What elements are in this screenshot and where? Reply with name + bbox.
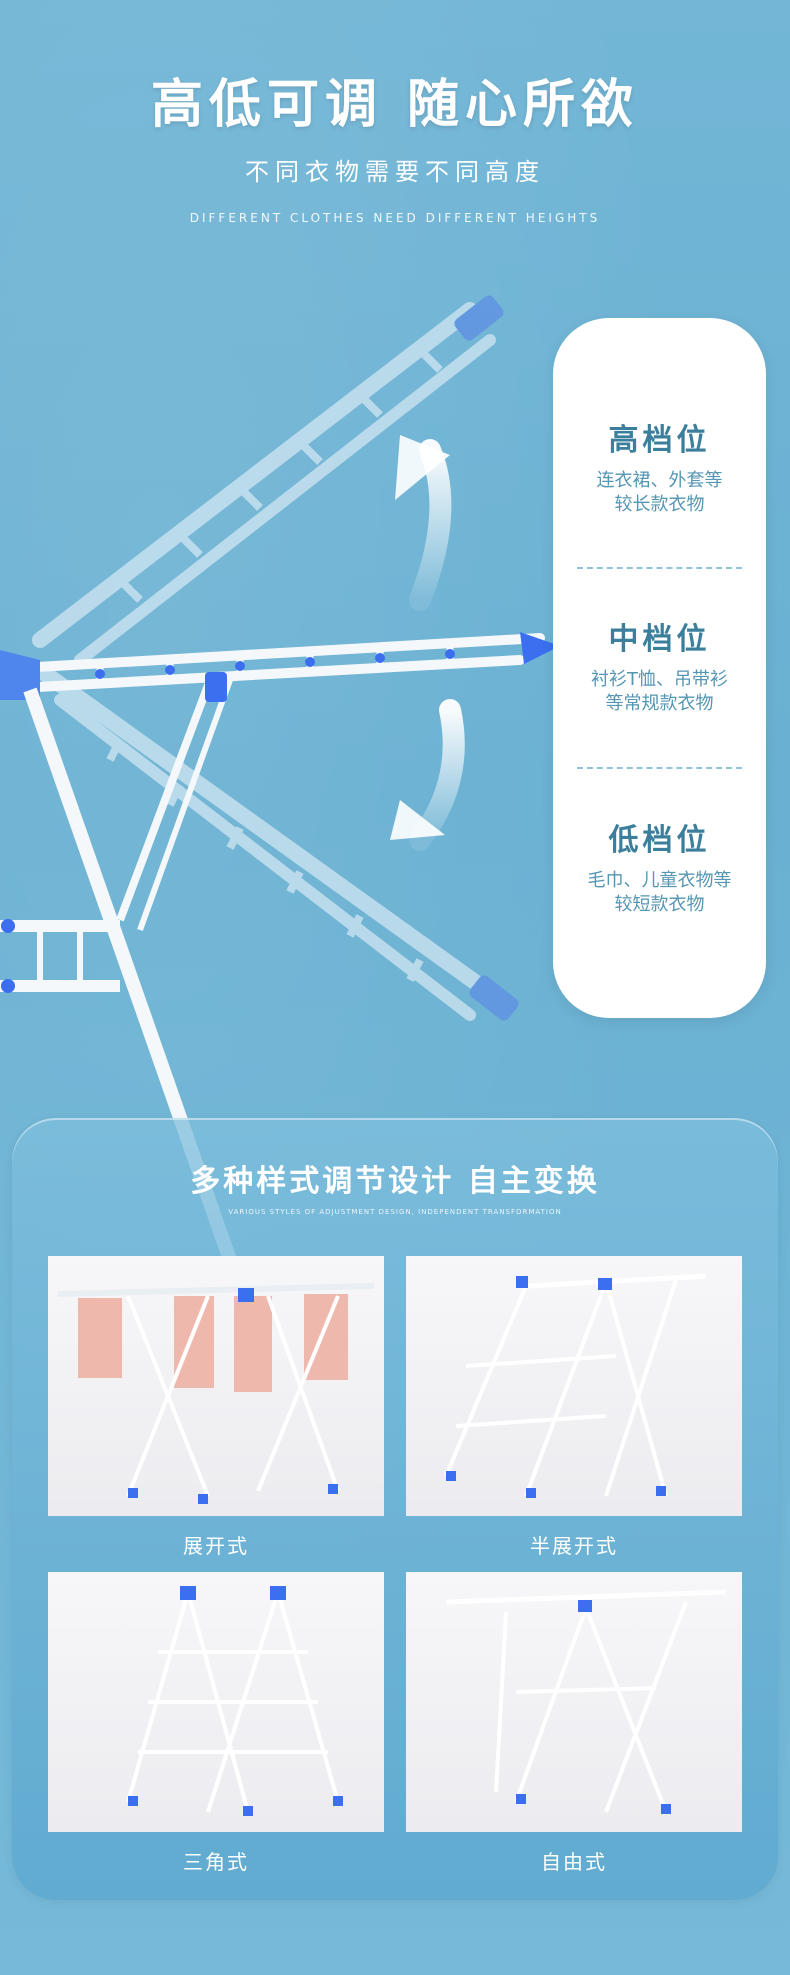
level-divider bbox=[577, 767, 742, 769]
style-photo-triangle bbox=[48, 1572, 384, 1832]
style-photo-half-open bbox=[406, 1256, 742, 1516]
level-high: 高档位 连衣裙、外套等较长款衣物 bbox=[553, 415, 766, 517]
level-mid: 中档位 衬衫T恤、吊带衫等常规款衣物 bbox=[553, 614, 766, 716]
hero-title: 高低可调 随心所欲 bbox=[150, 75, 640, 135]
level-high-name: 高档位 bbox=[608, 423, 711, 458]
style-caption-free: 自由式 bbox=[541, 1850, 607, 1874]
styles-title: 多种样式调节设计 自主变换 bbox=[190, 1164, 600, 1199]
level-mid-name: 中档位 bbox=[608, 622, 711, 657]
style-caption-half-open: 半展开式 bbox=[530, 1534, 618, 1558]
hero-subtitle-en: DIFFERENT CLOTHES NEED DIFFERENT HEIGHTS bbox=[189, 211, 601, 225]
arrow-up-icon bbox=[395, 435, 452, 611]
level-low-desc: 毛巾、儿童衣物等较短款衣物 bbox=[587, 870, 732, 915]
level-low-name: 低档位 bbox=[608, 823, 711, 858]
level-divider bbox=[577, 567, 742, 569]
level-mid-desc: 衬衫T恤、吊带衫等常规款衣物 bbox=[591, 669, 728, 714]
hero-subtitle: 不同衣物需要不同高度 bbox=[245, 158, 545, 186]
rack-arm-high bbox=[32, 295, 504, 666]
style-photo-free bbox=[406, 1572, 742, 1832]
styles-title-en: VARIOUS STYLES OF ADJUSTMENT DESIGN, IND… bbox=[228, 1208, 562, 1216]
level-high-desc: 连衣裙、外套等较长款衣物 bbox=[596, 470, 723, 515]
level-low: 低档位 毛巾、儿童衣物等较短款衣物 bbox=[553, 815, 766, 917]
rack-arm-low bbox=[32, 662, 519, 1021]
style-photo-open bbox=[48, 1256, 384, 1516]
arrow-down-icon bbox=[390, 699, 465, 851]
style-caption-triangle: 三角式 bbox=[183, 1850, 249, 1874]
style-caption-open: 展开式 bbox=[183, 1534, 249, 1558]
height-levels-card: 高档位 连衣裙、外套等较长款衣物 中档位 衬衫T恤、吊带衫等常规款衣物 低档位 … bbox=[553, 318, 766, 1018]
rack-arm-mid bbox=[0, 632, 560, 700]
rack-illustration bbox=[0, 295, 560, 1260]
